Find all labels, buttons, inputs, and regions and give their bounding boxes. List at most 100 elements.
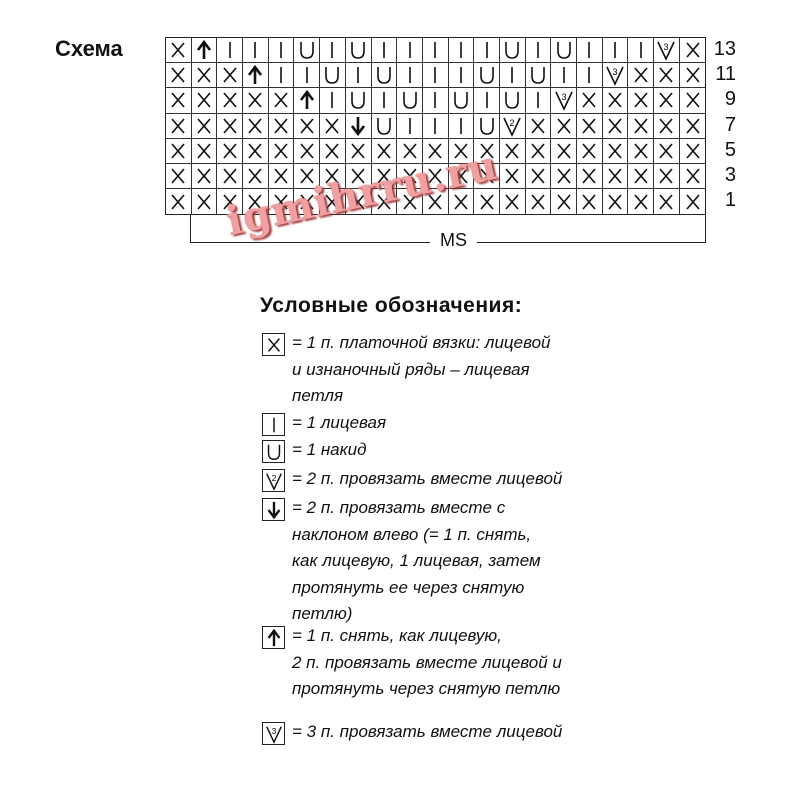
knit-symbol-icon: [460, 67, 462, 84]
chart-cell: [654, 138, 680, 164]
svg-text:2: 2: [271, 474, 276, 483]
x-symbol-icon: [325, 194, 340, 210]
chart-cell: [397, 189, 423, 215]
chart-cell: [654, 63, 680, 89]
x-symbol-icon: [685, 143, 700, 159]
x-symbol-icon: [428, 194, 442, 210]
chart-cell: [499, 88, 526, 114]
chart-cell: [551, 138, 577, 164]
knit-symbol-icon: [383, 42, 385, 59]
chart-cell: [294, 113, 321, 139]
x-symbol-icon: [582, 92, 596, 108]
legend-text-line: = 2 п. провязать вместе с: [292, 498, 506, 517]
chart-cell: [679, 139, 706, 164]
chart-cell: [525, 88, 552, 114]
chart-cell: [191, 88, 218, 114]
row-label: 9: [724, 88, 736, 111]
yarn-over-icon: [479, 117, 494, 135]
chart-cell: [525, 163, 552, 190]
chart-cell: [191, 63, 218, 89]
chart-cell: [371, 38, 398, 64]
x-symbol-icon: [608, 143, 622, 159]
chart-cell: [551, 163, 577, 190]
x-symbol-icon: [377, 168, 391, 184]
chart-cell: [217, 63, 244, 89]
knit-symbol-icon: [537, 42, 539, 59]
x-symbol-icon: [248, 168, 263, 184]
legend-text-line: = 1 лицевая: [292, 413, 387, 432]
chart-cell: [628, 88, 655, 114]
chart-cell: [448, 138, 475, 164]
x-symbol-icon: [685, 194, 700, 210]
chart-cell: [602, 113, 629, 139]
chart-cell: [217, 189, 244, 215]
x-symbol-icon: [608, 168, 622, 184]
x-symbol-icon: [248, 118, 263, 134]
chart-cell: [551, 38, 577, 64]
x-symbol-icon: [531, 194, 545, 210]
knit-symbol-icon: [588, 67, 591, 84]
chart-cell: [474, 189, 500, 215]
knit-symbol-icon: [511, 67, 514, 84]
chart-cell: [294, 88, 321, 114]
chart-cell: [679, 63, 706, 89]
chart-cell: [166, 63, 192, 89]
knit-symbol-icon: [485, 92, 488, 109]
chart-cell: [243, 113, 269, 139]
chart-cell: [243, 163, 269, 190]
x-symbol-icon: [659, 67, 674, 83]
chart-cell: [345, 38, 372, 64]
chart-cell: [320, 113, 346, 139]
chart-cell: [294, 189, 321, 215]
yarn-over-icon: [351, 92, 365, 110]
yarn-over-icon: [556, 42, 571, 59]
yarn-over-icon: [402, 92, 417, 110]
chart-cell: [397, 38, 423, 64]
knit-symbol-icon: [272, 417, 275, 432]
knit-symbol-icon: [408, 117, 411, 134]
chart-cell: [397, 163, 423, 190]
chart-cell: [397, 88, 423, 114]
legend-symbol-icon: [262, 413, 285, 436]
chart-cell: [474, 38, 500, 64]
x-symbol-icon: [685, 92, 700, 108]
chart-cell: [679, 114, 706, 139]
x-symbol-icon: [634, 168, 648, 184]
legend-text-line: протянуть через снятую петлю: [292, 679, 561, 698]
yarn-over-icon: [377, 117, 391, 135]
x-symbol-icon: [223, 67, 237, 83]
knit-symbol-icon: [434, 117, 437, 134]
chart-cell: [577, 163, 603, 190]
x-symbol-icon: [351, 143, 365, 159]
chart-cell: [474, 88, 500, 114]
x-symbol-icon: [634, 143, 648, 159]
k2tog-icon: 2: [265, 472, 282, 491]
x-symbol-icon: [505, 168, 519, 184]
x-symbol-icon: [608, 118, 622, 134]
x-symbol-icon: [608, 194, 622, 210]
x-symbol-icon: [377, 143, 391, 159]
x-symbol-icon: [659, 118, 674, 134]
chart-cell: [602, 163, 629, 190]
repeat-label: MS: [430, 230, 477, 251]
chart-cell: [448, 38, 475, 64]
chart-cell: [474, 63, 500, 89]
chart-cell: [551, 63, 577, 89]
chart-cell: [345, 113, 372, 139]
knit-symbol-icon: [485, 42, 488, 59]
chart-cell: [654, 163, 680, 190]
chart-cell: [166, 38, 192, 64]
k3tog-icon: 3: [265, 725, 282, 744]
chart-cell: [628, 189, 655, 215]
chart-cell: [269, 189, 295, 215]
x-symbol-icon: [531, 168, 545, 184]
chart-cell: [448, 63, 475, 89]
x-symbol-icon: [248, 194, 263, 210]
x-symbol-icon: [171, 168, 185, 184]
x-symbol-icon: [274, 168, 288, 184]
knit-symbol-icon: [383, 92, 385, 109]
chart-cell: [551, 113, 577, 139]
x-symbol-icon: [197, 143, 211, 159]
chart-cell: [603, 189, 629, 215]
x-symbol-icon: [505, 143, 519, 159]
